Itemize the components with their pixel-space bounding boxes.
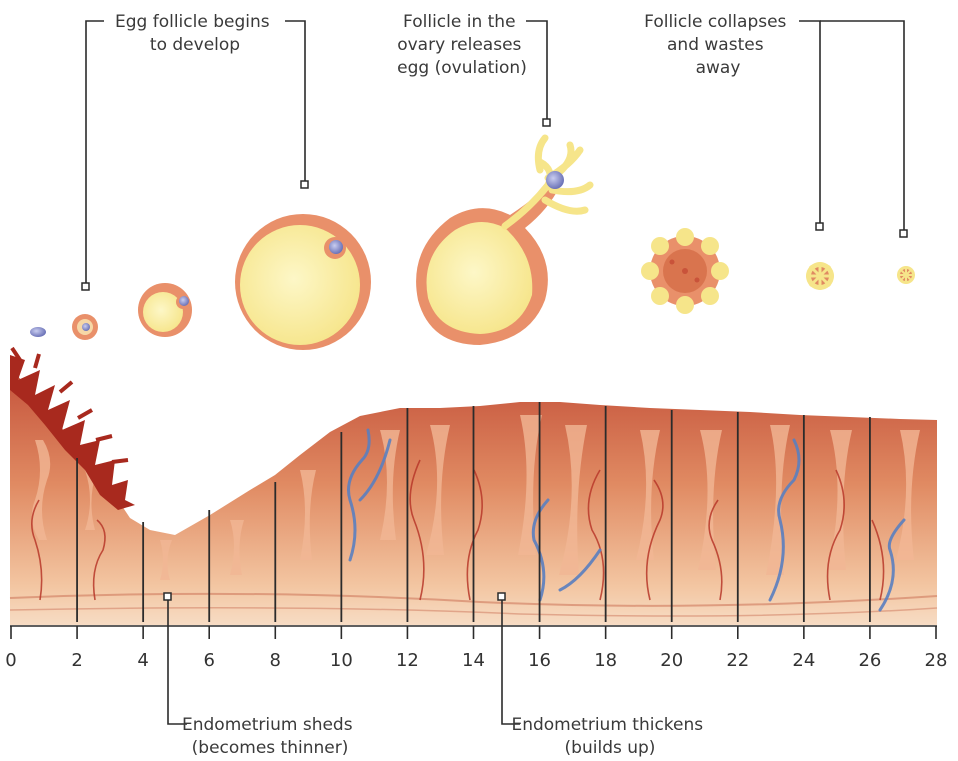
follicle-day4	[138, 283, 192, 337]
leader-collapse-a	[799, 21, 820, 227]
axis-tick-label: 8	[270, 650, 281, 671]
follicle-ovulation	[416, 138, 590, 345]
marker-thickens	[498, 593, 505, 600]
axis-tick-label: 12	[396, 650, 419, 671]
follicles	[30, 138, 915, 350]
label-sheds: Endometrium sheds (becomes thinner)	[182, 715, 358, 758]
follicle-day8	[235, 214, 371, 350]
label-thickens: Endometrium thickens (builds up)	[511, 715, 708, 758]
axis-tick-label: 6	[203, 650, 214, 671]
follicle-collapsing-day24	[806, 262, 834, 290]
axis-tick-label: 14	[462, 650, 485, 671]
marker-ovulation	[543, 119, 550, 126]
marker-day8	[301, 181, 308, 188]
axis-tick-label: 16	[528, 650, 551, 671]
axis-tick-label: 10	[330, 650, 353, 671]
axis-tick-label: 26	[858, 650, 881, 671]
leader-egg-follicle-right	[285, 21, 305, 184]
axis-tick-label: 18	[594, 650, 617, 671]
label-ovulation: Follicle in the ovary releases egg (ovul…	[397, 12, 527, 78]
axis-tick-label: 22	[726, 650, 749, 671]
leader-ovulation	[526, 21, 547, 122]
marker-collapse-a	[816, 223, 823, 230]
axis-tick-label: 0	[5, 650, 16, 671]
marker-sheds	[164, 593, 171, 600]
marker-collapse-b	[900, 230, 907, 237]
follicle-day2	[72, 314, 98, 340]
label-egg-follicle: Egg follicle begins to develop	[115, 12, 275, 55]
egg-day0	[30, 327, 46, 337]
follicle-collapsing-day20	[641, 228, 729, 314]
leader-collapse-b	[820, 21, 904, 233]
marker-egg-follicle	[82, 283, 89, 290]
axis-tick-label: 24	[792, 650, 815, 671]
axis-tick-label: 2	[71, 650, 82, 671]
label-collapse: Follicle collapses and wastes away	[644, 12, 792, 78]
axis-tick-label: 20	[660, 650, 683, 671]
axis-tick-label: 4	[137, 650, 148, 671]
axis-tick-label: 28	[925, 650, 948, 671]
follicle-collapsing-day27	[897, 266, 915, 284]
axis-ticks: 0246810121416182022242628	[5, 626, 947, 671]
leader-egg-follicle	[86, 21, 104, 286]
timeline-axis: 0246810121416182022242628	[5, 626, 947, 671]
